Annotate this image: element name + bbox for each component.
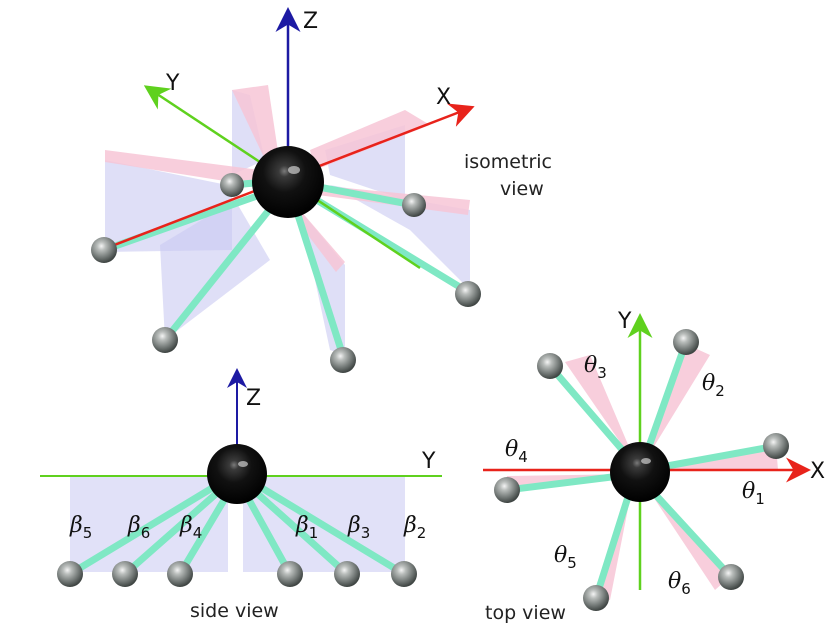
top-y-label: Y <box>617 309 632 334</box>
top-view: X Y θ3 θ2 θ4 θ1 θ5 θ6 top view <box>483 309 825 624</box>
atom <box>277 561 303 587</box>
side-ligand-atoms <box>57 561 417 587</box>
top-angle-label: θ4 <box>505 437 528 466</box>
side-angle-label: β4 <box>179 513 202 542</box>
atom <box>220 173 244 197</box>
atom <box>330 347 356 373</box>
top-caption: top view <box>485 602 566 624</box>
iso-ligand-atoms <box>91 173 481 373</box>
top-ligand-atoms <box>494 329 789 611</box>
iso-x-label: X <box>436 85 451 110</box>
atom <box>167 561 193 587</box>
side-view: Z Y β5 β6 β4 β1 β3 β2 side view <box>40 368 442 622</box>
atom <box>455 281 481 307</box>
top-angle-label: θ1 <box>742 479 765 508</box>
atom <box>57 561 83 587</box>
side-y-label: Y <box>421 449 436 474</box>
central-atom-highlight <box>641 458 651 464</box>
atom <box>494 477 520 503</box>
atom <box>673 329 699 355</box>
iso-y-label: Y <box>165 71 180 96</box>
atom <box>112 561 138 587</box>
iso-caption-line1: isometric <box>464 151 552 173</box>
atom <box>718 564 744 590</box>
central-atom-highlight <box>288 166 300 174</box>
side-z-label: Z <box>246 386 261 411</box>
isometric-view: X Y Z isometric view <box>91 7 552 373</box>
side-angle-label: β3 <box>347 513 370 542</box>
side-caption: side view <box>190 600 279 622</box>
atom <box>334 561 360 587</box>
side-angle-label: β1 <box>295 513 318 542</box>
atom <box>152 327 178 353</box>
top-x-label: X <box>810 459 825 484</box>
top-angle-label: θ6 <box>668 569 691 598</box>
atom <box>402 193 426 217</box>
side-angle-label: β2 <box>403 513 426 542</box>
side-angle-label: β5 <box>69 513 92 542</box>
atom <box>763 433 789 459</box>
side-angle-label: β6 <box>127 513 150 542</box>
central-atom-highlight <box>238 461 248 467</box>
top-angle-label: θ5 <box>554 543 577 572</box>
atom <box>537 353 563 379</box>
atom <box>91 237 117 263</box>
central-atom <box>610 442 670 502</box>
central-atom <box>207 444 267 504</box>
atom <box>391 561 417 587</box>
central-atom <box>252 146 324 218</box>
iso-z-label: Z <box>303 9 318 34</box>
atom <box>583 585 609 611</box>
top-angle-label: θ2 <box>702 371 725 400</box>
top-angle-label: θ3 <box>584 353 607 382</box>
iso-caption-line2: view <box>500 178 544 200</box>
